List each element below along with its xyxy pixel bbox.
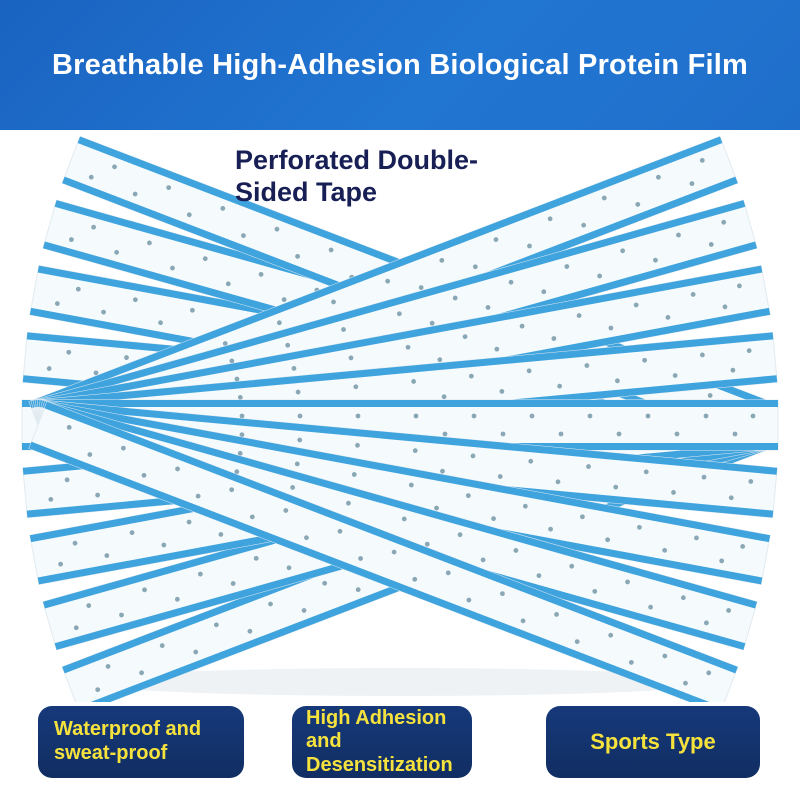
badge-adhesion-line1: High Adhesion and — [306, 706, 447, 753]
feature-badges: Waterproof and sweat-proof High Adhesion… — [0, 702, 800, 800]
product-photo-area: Perforated Double- Sided Tape — [0, 130, 800, 702]
badge-sports-line1: Sports Type — [590, 729, 716, 755]
product-label: Perforated Double- Sided Tape — [235, 144, 478, 209]
badge-waterproof-line2: sweat-proof — [54, 742, 168, 764]
feature-badge-sports: Sports Type — [546, 706, 760, 778]
feature-badge-adhesion: High Adhesion and Desensitization — [292, 706, 472, 778]
banner: Breathable High-Adhesion Biological Prot… — [0, 0, 800, 130]
banner-title: Breathable High-Adhesion Biological Prot… — [52, 48, 748, 81]
badge-adhesion-line2: Desensitization — [306, 753, 453, 776]
tape-photo — [21, 135, 779, 702]
product-label-line2: Sided Tape — [235, 177, 378, 208]
badge-waterproof-line1: Waterproof and — [54, 718, 202, 741]
feature-badge-waterproof: Waterproof and sweat-proof — [38, 706, 244, 778]
product-label-line1: Perforated Double- — [235, 145, 479, 175]
